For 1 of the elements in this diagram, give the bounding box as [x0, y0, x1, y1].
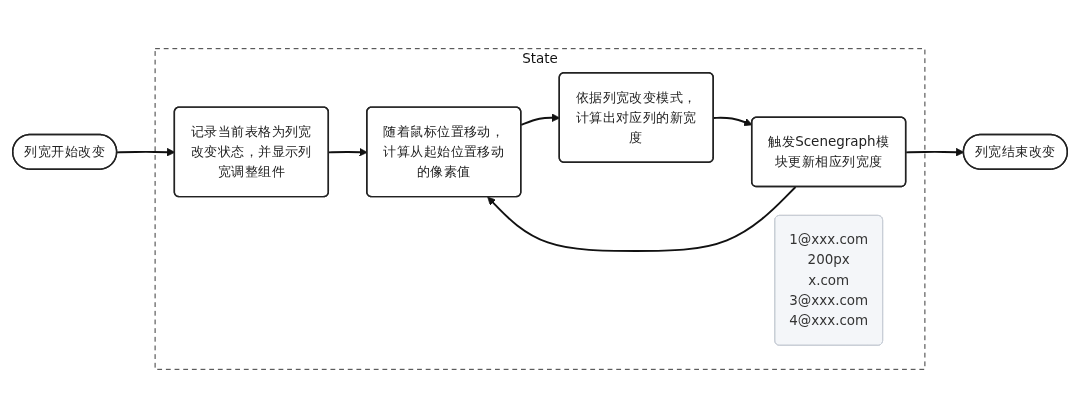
arrow [487, 186, 797, 252]
